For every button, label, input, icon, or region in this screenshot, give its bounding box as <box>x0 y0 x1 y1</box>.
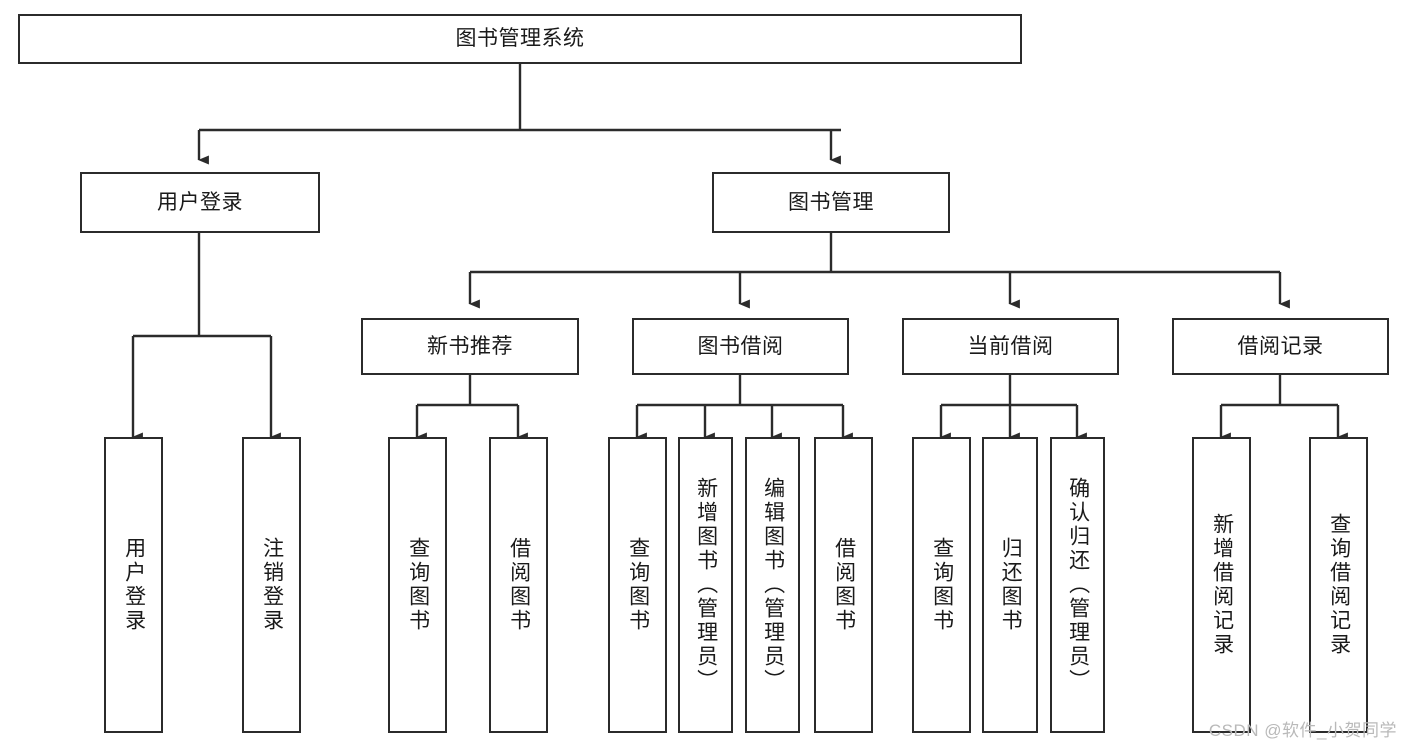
node-user-login-label: 用户登录 <box>157 190 243 214</box>
leaf-query-book-recommend-label: 查询图书 <box>406 537 430 633</box>
node-book-borrow[interactable]: 图书借阅 <box>632 318 849 375</box>
node-current-borrow[interactable]: 当前借阅 <box>902 318 1119 375</box>
leaf-user-login-label: 用户登录 <box>122 537 146 633</box>
node-book-manage[interactable]: 图书管理 <box>712 172 950 233</box>
node-borrow-record-label: 借阅记录 <box>1237 334 1324 358</box>
leaf-add-borrow-record-label: 新增借阅记录 <box>1210 513 1234 657</box>
leaf-query-borrow-record[interactable]: 查询借阅记录 <box>1309 437 1368 733</box>
leaf-query-book-borrow[interactable]: 查询图书 <box>608 437 667 733</box>
node-current-borrow-label: 当前借阅 <box>967 334 1054 358</box>
node-book-manage-label: 图书管理 <box>788 190 874 214</box>
leaf-logout-label: 注销登录 <box>260 537 284 633</box>
leaf-borrow-book-recommend-label: 借阅图书 <box>507 537 531 633</box>
leaf-borrow-book-recommend[interactable]: 借阅图书 <box>489 437 548 733</box>
leaf-query-borrow-record-label: 查询借阅记录 <box>1327 513 1351 657</box>
leaf-logout[interactable]: 注销登录 <box>242 437 301 733</box>
node-root[interactable]: 图书管理系统 <box>18 14 1022 64</box>
leaf-query-book-borrow-label: 查询图书 <box>626 537 650 633</box>
node-root-label: 图书管理系统 <box>455 27 585 51</box>
leaf-add-book-admin[interactable]: 新增图书（管理员） <box>678 437 733 733</box>
leaf-user-login[interactable]: 用户登录 <box>104 437 163 733</box>
node-book-borrow-label: 图书借阅 <box>697 334 784 358</box>
leaf-borrow-book-label: 借阅图书 <box>832 537 856 633</box>
leaf-add-book-admin-label: 新增图书（管理员） <box>694 477 718 693</box>
watermark: CSDN @软件_小贺同学 <box>1208 721 1397 740</box>
leaf-return-book-label: 归还图书 <box>999 537 1023 633</box>
node-new-book-recommend-label: 新书推荐 <box>427 334 513 358</box>
leaf-query-book-current-label: 查询图书 <box>930 537 954 633</box>
leaf-return-book[interactable]: 归还图书 <box>982 437 1038 733</box>
leaf-confirm-return-admin[interactable]: 确认归还（管理员） <box>1050 437 1105 733</box>
leaf-confirm-return-admin-label: 确认归还（管理员） <box>1066 477 1090 693</box>
leaf-add-borrow-record[interactable]: 新增借阅记录 <box>1192 437 1251 733</box>
node-new-book-recommend[interactable]: 新书推荐 <box>361 318 579 375</box>
leaf-borrow-book[interactable]: 借阅图书 <box>814 437 873 733</box>
leaf-edit-book-admin[interactable]: 编辑图书（管理员） <box>745 437 800 733</box>
leaf-edit-book-admin-label: 编辑图书（管理员） <box>761 477 785 693</box>
leaf-query-book-current[interactable]: 查询图书 <box>912 437 971 733</box>
node-user-login[interactable]: 用户登录 <box>80 172 320 233</box>
node-borrow-record[interactable]: 借阅记录 <box>1172 318 1389 375</box>
leaf-query-book-recommend[interactable]: 查询图书 <box>388 437 447 733</box>
